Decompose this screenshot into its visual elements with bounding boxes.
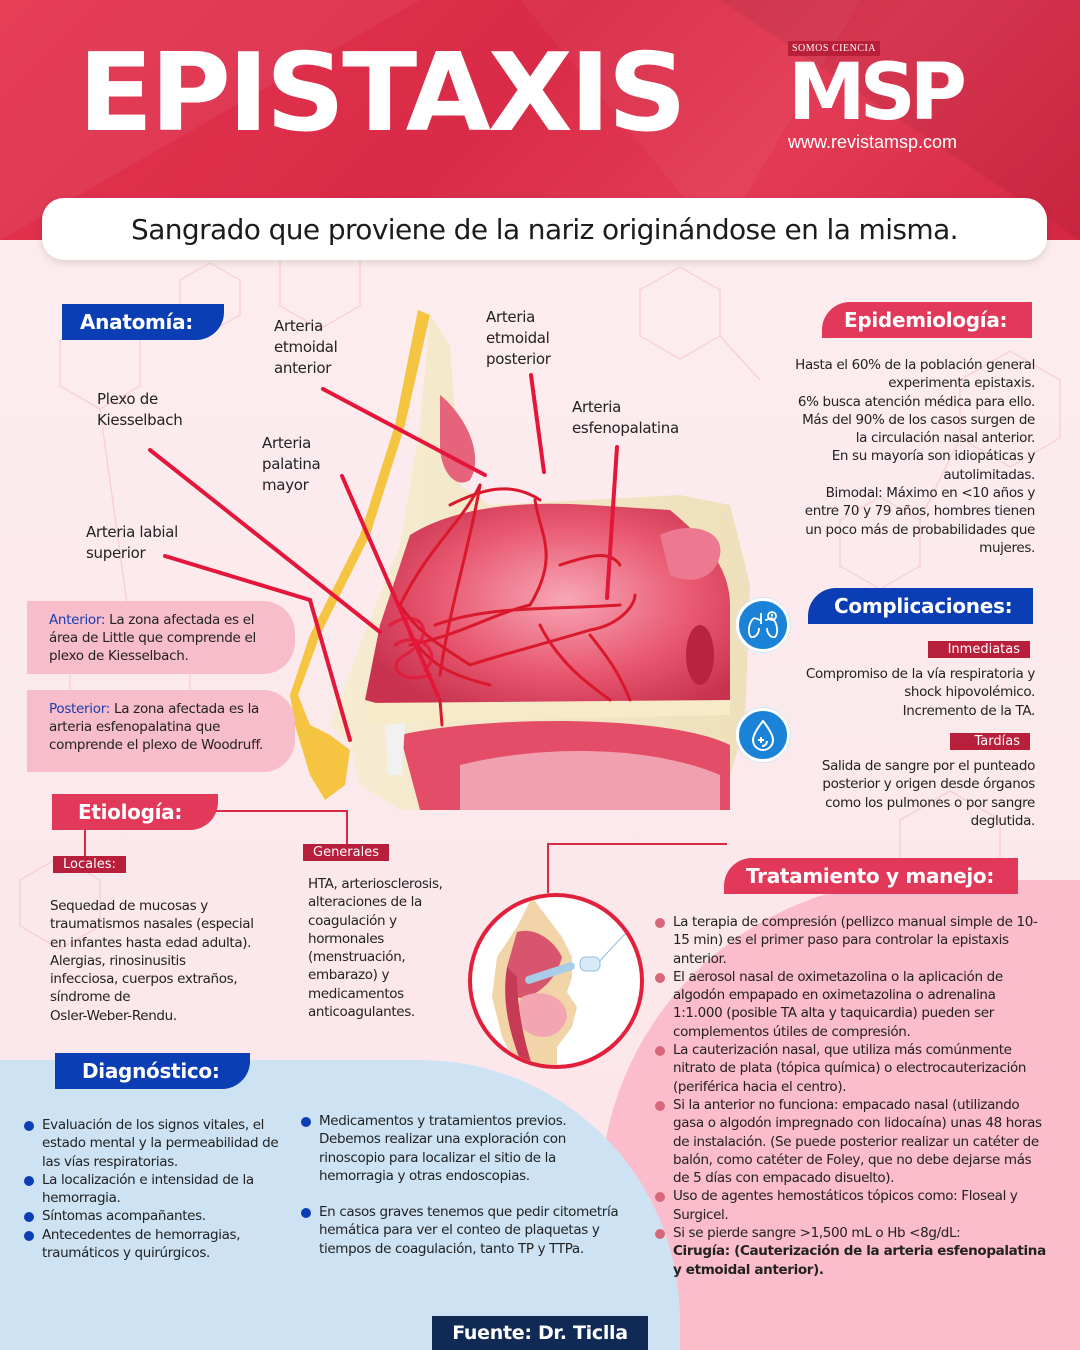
nasal-cavity-illustration	[290, 310, 750, 810]
treatment-item: El aerosol nasal de oximetazolina o la a…	[653, 968, 1048, 1041]
section-heading-etiology: Etiología:	[52, 794, 218, 830]
lungs-alert-icon	[736, 598, 790, 652]
label-arteria-esfenopalatina: Arteria esfenopalatina	[572, 398, 679, 437]
surgery-recommendation: Cirugía: (Cauterización de la arteria es…	[673, 1243, 1046, 1278]
treatment-item: Si la anterior no funciona: empacado nas…	[653, 1096, 1048, 1187]
treatment-item: La cauterización nasal, que utiliza más …	[653, 1041, 1048, 1096]
treatment-connector	[547, 843, 727, 893]
definition-banner: Sangrado que proviene de la nariz origin…	[42, 198, 1047, 260]
nasal-packing-illustration	[468, 893, 644, 1069]
definition-text: Sangrado que proviene de la nariz origin…	[131, 212, 958, 246]
complications-late-text: Salida de sangre por el punteado posteri…	[821, 758, 1035, 829]
sublabel-generales: Generales	[303, 844, 390, 861]
card-posterior: Posterior: La zona afectada es la arteri…	[27, 690, 295, 772]
card-posterior-title: Posterior:	[49, 701, 110, 717]
treatment-item-surgery: Si se pierde sangre >1,500 mL o Hb <8g/d…	[653, 1224, 1048, 1279]
epidemiology-text: Hasta el 60% de la población general exp…	[795, 357, 1035, 556]
complications-immediate-text: Compromiso de la vía respiratoria y shoc…	[805, 666, 1035, 719]
section-heading-complications: Complicaciones:	[808, 588, 1033, 624]
diagnosis-item: La localización e intensidad de la hemor…	[22, 1171, 292, 1208]
section-heading-epidemiology: Epidemiología:	[822, 302, 1032, 338]
diagnosis-item: Síntomas acompañantes.	[22, 1207, 292, 1225]
logo-url[interactable]: www.revistamsp.com	[788, 132, 958, 153]
diagnosis-item: En casos graves tenemos que pedir citome…	[299, 1203, 619, 1258]
etiology-connector	[214, 810, 348, 846]
diagnosis-col2: Medicamentos y tratamientos previos. Deb…	[299, 1112, 619, 1258]
logo-brand: MSP	[788, 48, 967, 138]
etiology-local-text: Sequedad de mucosas y traumatismos nasal…	[50, 898, 254, 1024]
treatment-item: La terapia de compresión (pellizco manua…	[653, 913, 1048, 968]
msp-logo[interactable]: SOMOS CIENCIA MSP www.revistamsp.com	[788, 38, 998, 153]
section-heading-anatomy: Anatomía:	[62, 304, 224, 340]
diagnosis-item: Evaluación de los signos vitales, el est…	[22, 1116, 292, 1171]
diagnosis-item: Medicamentos y tratamientos previos. Deb…	[299, 1112, 619, 1185]
card-anterior-title: Anterior:	[49, 612, 106, 628]
source-credit: Fuente: Dr. Ticlla	[432, 1316, 648, 1350]
etiology-general-text: HTA, arteriosclerosis, alteraciones de l…	[308, 876, 443, 1021]
sublabel-inmediatas: Inmediatas	[928, 641, 1030, 658]
card-anterior: Anterior: La zona afectada es el área de…	[27, 601, 295, 674]
blood-drop-plus-icon	[736, 708, 790, 762]
label-arteria-etmoidal-anterior: Arteria etmoidal anterior	[274, 317, 338, 377]
logo-tagline: SOMOS CIENCIA	[788, 41, 881, 56]
treatment-item: Uso de agentes hemostáticos tópicos como…	[653, 1187, 1048, 1224]
sublabel-tardias: Tardías	[950, 733, 1030, 750]
label-arteria-etmoidal-posterior: Arteria etmoidal posterior	[486, 308, 551, 368]
label-arteria-palatina-mayor: Arteria palatina mayor	[262, 434, 321, 494]
label-plexo-kiesselbach: Plexo de Kiesselbach	[97, 390, 183, 429]
diagnosis-col1: Evaluación de los signos vitales, el est…	[22, 1116, 292, 1262]
diagnosis-background	[0, 1060, 680, 1350]
diagnosis-item: Antecedentes de hemorragias, traumáticos…	[22, 1226, 292, 1263]
page-title: EPISTAXIS	[78, 31, 687, 156]
section-heading-diagnosis: Diagnóstico:	[55, 1053, 250, 1089]
header-banner: EPISTAXIS SOMOS CIENCIA MSP www.revistam…	[0, 0, 1080, 240]
treatment-list: La terapia de compresión (pellizco manua…	[653, 913, 1048, 1279]
section-heading-treatment: Tratamiento y manejo:	[724, 858, 1018, 894]
label-arteria-labial-superior: Arteria labial superior	[86, 523, 179, 562]
sublabel-locales: Locales:	[53, 856, 126, 873]
etiology-connector-local	[84, 828, 86, 856]
